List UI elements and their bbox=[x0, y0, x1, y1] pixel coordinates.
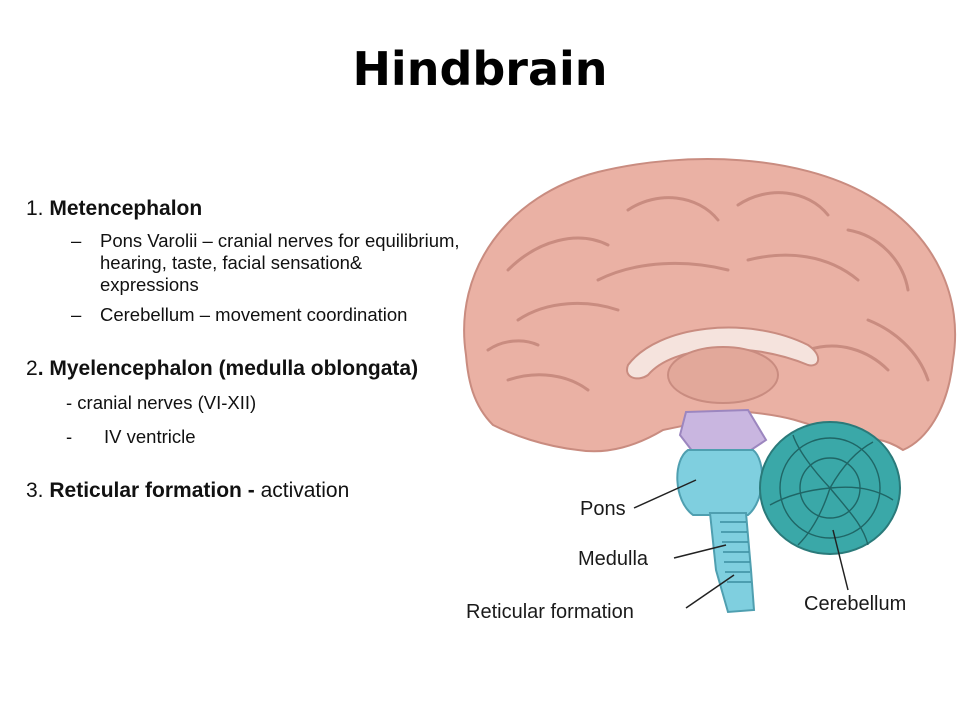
section-heading: Reticular formation - bbox=[49, 479, 261, 502]
bullet-cerebellum: – Cerebellum – movement coordination bbox=[71, 304, 408, 325]
cortex-gyri bbox=[486, 191, 930, 392]
slide-content: 1. Metencephalon – Pons Varolii – crania… bbox=[26, 196, 466, 504]
section-reticular-formation: 3. Reticular formation - activation bbox=[26, 479, 350, 502]
label-pons: Pons bbox=[580, 498, 626, 520]
line-cranial-nerves: - cranial nerves (VI-XII) bbox=[66, 392, 257, 413]
section-heading: Metencephalon bbox=[49, 197, 203, 220]
line-iv-ventricle: -IV ventricle bbox=[66, 426, 196, 447]
cerebellum bbox=[759, 421, 901, 555]
section-heading: . Myelencephalon (medulla oblongata) bbox=[37, 357, 419, 380]
section-metencephalon: 1. Metencephalon bbox=[26, 197, 203, 220]
bullet-pons-varolii: – Pons Varolii – cranial nerves for equi… bbox=[71, 230, 460, 295]
slide-title: Hindbrain bbox=[352, 42, 608, 96]
midbrain bbox=[678, 408, 768, 453]
thalamus bbox=[667, 346, 779, 404]
brain-diagram: Pons Medulla Reticular formation Cerebel… bbox=[463, 158, 957, 623]
cerebral-cortex bbox=[463, 158, 957, 453]
label-reticular-formation: Reticular formation bbox=[466, 601, 634, 623]
label-medulla: Medulla bbox=[578, 548, 649, 570]
label-cerebellum: Cerebellum bbox=[804, 593, 906, 615]
section-myelencephalon: 2. Myelencephalon (medulla oblongata) bbox=[26, 357, 419, 380]
reticular-formation bbox=[720, 521, 751, 583]
corpus-callosum bbox=[626, 326, 820, 380]
